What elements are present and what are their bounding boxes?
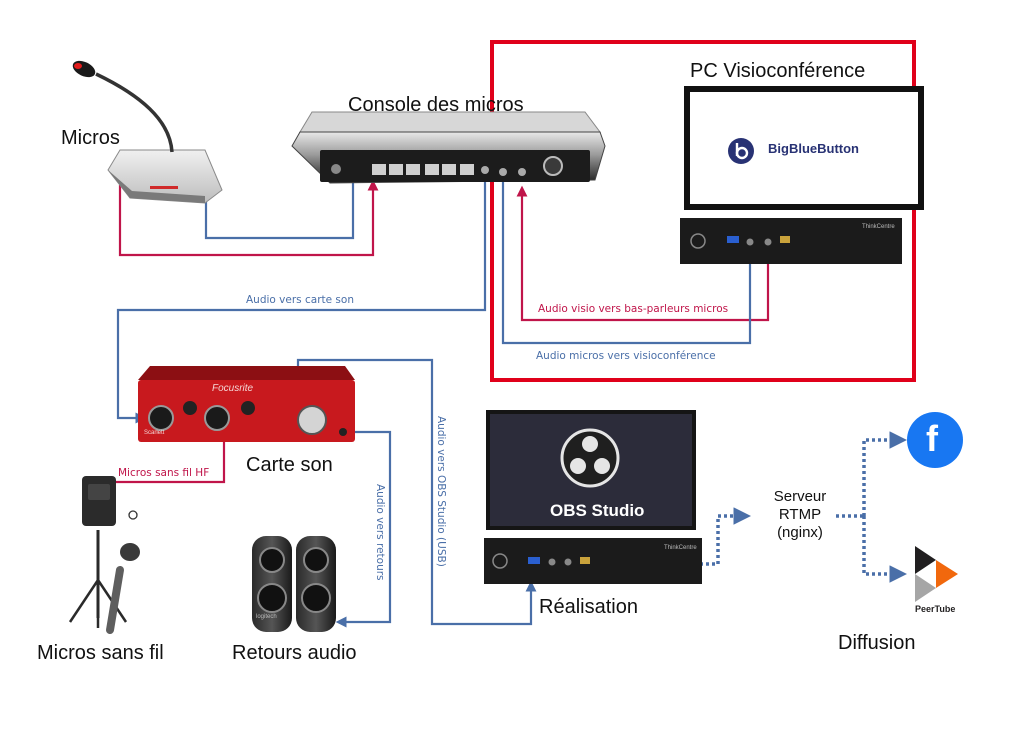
facebook-icon [907,412,963,468]
label-realisation: Réalisation [539,596,638,618]
wire-label-audio-visio-bas-parleurs: Audio visio vers bas-parleurs micros [538,303,729,315]
label-micros-sans-fil: Micros sans fil [37,642,164,664]
wire-console-carte-son [116,180,487,424]
wire-carte-son-obs [296,358,537,626]
thinkcentre-visio-text: ThinkCentre [862,224,895,230]
label-carte-son: Carte son [246,454,333,476]
label-serveur-rtmp: Serveur RTMP (nginx) [760,488,840,542]
logitech-brand-text: logitech [256,614,277,620]
label-retours-audio: Retours audio [232,642,357,664]
label-micros: Micros [61,127,120,149]
mic-console-icon [291,111,606,184]
wire-label-audio-obs-usb: Audio vers OBS Studio (USB) [435,416,447,567]
peertube-logo-text: PeerTube [915,604,956,614]
facebook-glyph: f [926,418,938,459]
wire-obs-rtmp [700,507,751,566]
thinkcentre-obs-text: ThinkCentre [664,545,697,551]
label-serveur-line3: (nginx) [777,524,823,541]
wire-label-micros-sans-fil-hf: Micros sans fil HF [118,467,210,479]
label-serveur-line2: RTMP [778,506,822,523]
label-diffusion: Diffusion [838,632,916,654]
wire-label-audio-retours: Audio vers retours [374,484,386,581]
wire-rtmp-facebook [862,431,907,516]
obs-logo-text: OBS Studio [550,501,645,520]
speakers-icon [252,536,336,632]
label-pc-visio: PC Visioconférence [690,60,866,82]
wire-console-visio [501,178,756,345]
scarlett-brand-text: Scarlett [144,430,165,436]
wire-hf [116,427,230,484]
visio-monitor-icon [684,86,924,210]
conference-mic-icon [72,60,223,204]
wire-label-audio-micros-visio: Audio micros vers visioconférence [536,350,716,362]
wire-carte-son-retours [335,430,392,628]
bbb-logo-text: BigBlueButton [768,141,859,156]
wireless-mic-stand-icon [68,530,140,634]
peertube-icon [915,546,958,602]
visio-minipc-icon [680,218,902,264]
wire-micros-red [118,179,379,257]
focusrite-brand-text: Focusrite [212,383,254,394]
sound-card-icon [138,366,355,442]
wire-rtmp-peertube [862,516,907,583]
label-serveur-line1: Serveur [773,488,827,505]
visio-zone-border [490,40,916,382]
wire-label-audio-carte-son: Audio vers carte son [246,294,354,306]
wire-visio-console [516,185,770,322]
wire-micros-blue [204,171,359,240]
wireless-receiver-icon [82,476,138,526]
obs-minipc-icon [484,538,702,584]
obs-monitor-icon [486,410,696,530]
label-console: Console des micros [348,94,524,116]
